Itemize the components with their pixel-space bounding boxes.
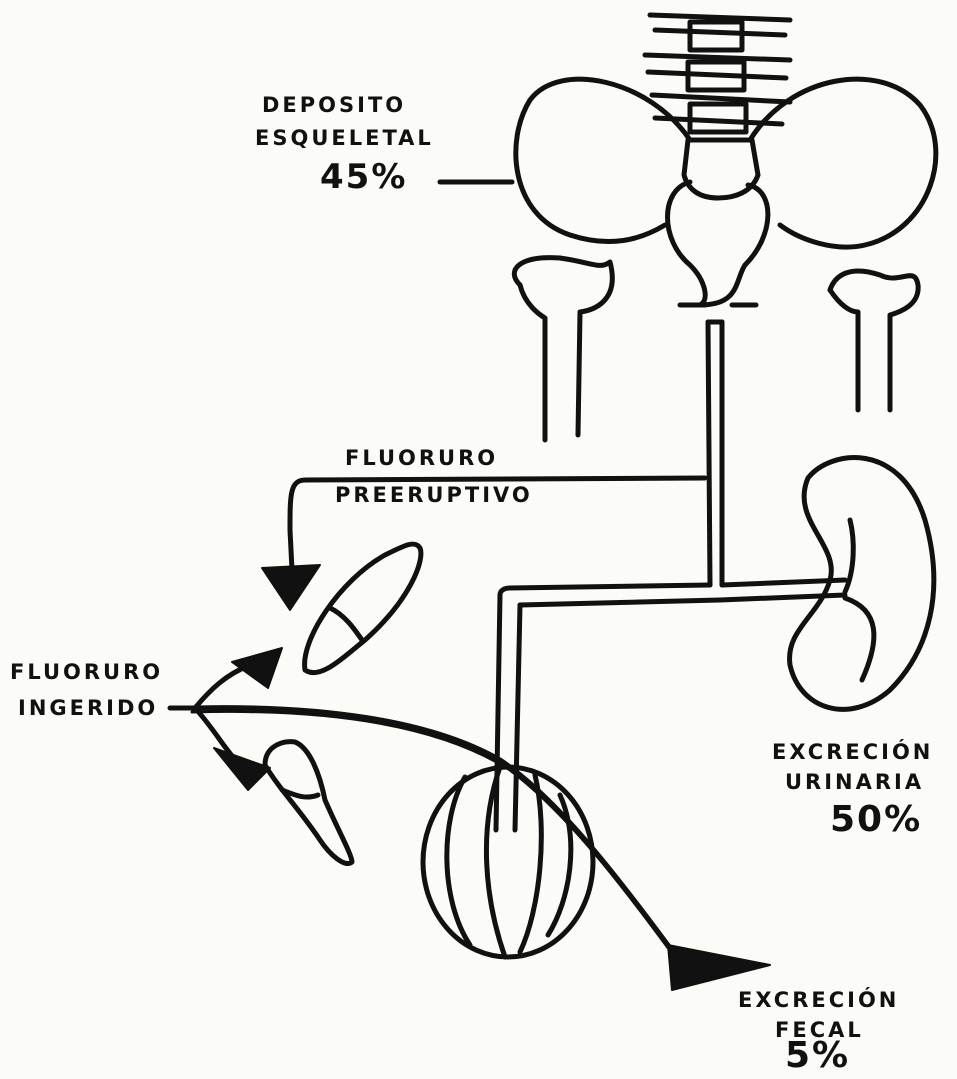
- ingested-fluoride-line2: ingerido: [18, 698, 158, 719]
- skeletal-deposit-line1: Deposito: [262, 95, 406, 116]
- ingested-arrowhead-upper: [232, 648, 282, 688]
- intestine-sphere-icon: [423, 767, 593, 957]
- urinary-excretion-percent: 50%: [830, 802, 922, 838]
- skeletal-deposit-line2: esqueletal: [255, 128, 434, 149]
- ingested-fluoride-line1: Fluoruro: [10, 662, 163, 683]
- skeletal-deposit-percent: 45%: [320, 160, 407, 194]
- pre-eruptive-line1: Fluoruro: [345, 448, 498, 469]
- pre-eruptive-line2: preeruptivo: [335, 485, 533, 506]
- pre-eruptive-arrowhead: [262, 565, 320, 610]
- fecal-excretion-line1: Excreción: [738, 990, 899, 1011]
- ingested-arrowhead-lower: [214, 748, 270, 790]
- erupted-tooth-icon: [305, 544, 421, 673]
- unerupted-tooth-icon: [265, 742, 352, 864]
- urinary-excretion-line2: urinaria: [785, 772, 924, 793]
- urinary-excretion-line1: Excreción: [772, 742, 933, 763]
- fecal-arrowhead: [668, 945, 770, 990]
- fecal-excretion-percent: 5%: [785, 1038, 850, 1074]
